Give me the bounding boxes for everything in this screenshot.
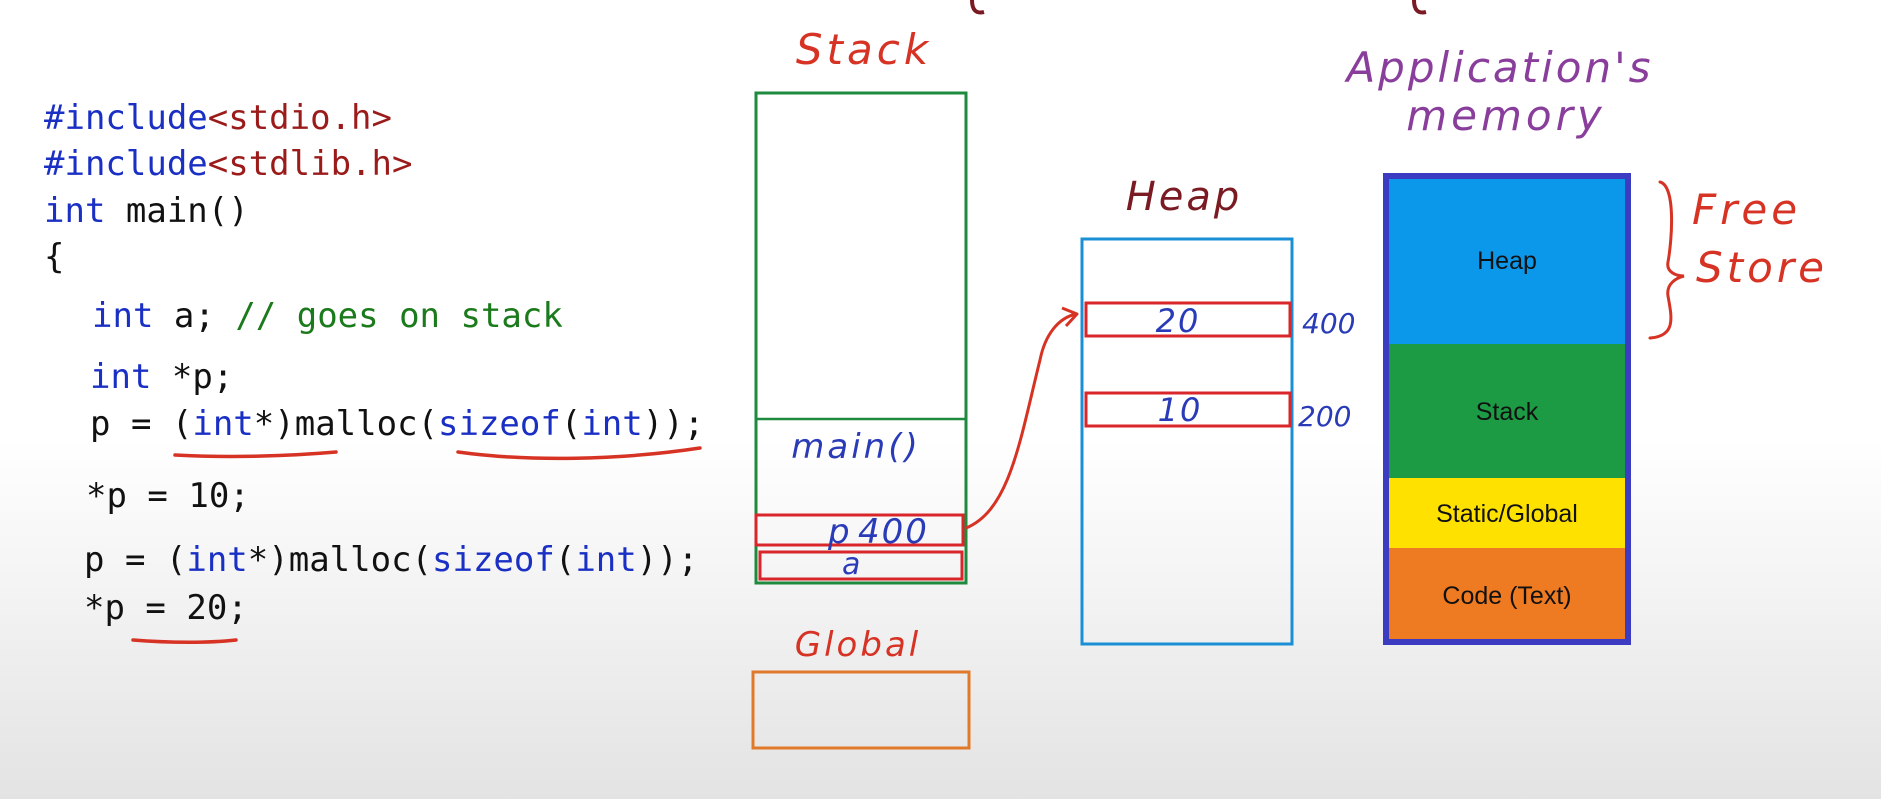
keyword-int: int bbox=[186, 540, 248, 580]
malloc-prefix: p = ( bbox=[90, 404, 193, 444]
app-memory-title-line2: memory bbox=[1406, 91, 1606, 140]
keyword-sizeof: sizeof bbox=[432, 540, 555, 580]
keyword-int: int bbox=[575, 540, 637, 580]
underline-assign bbox=[131, 638, 238, 644]
code-line-open-brace: { bbox=[44, 237, 64, 277]
heap-cell-400-address: 400 bbox=[1302, 307, 1355, 340]
include-directive: #include bbox=[44, 98, 208, 138]
code-line-malloc-1: p = (int*)malloc(sizeof(int)); bbox=[90, 404, 704, 444]
keyword-int: int bbox=[581, 404, 643, 444]
keyword-int: int bbox=[192, 404, 254, 444]
main-frame-label: main() bbox=[791, 427, 920, 467]
stack-box bbox=[754, 91, 968, 585]
app-memory-segment-label: Stack bbox=[1476, 398, 1539, 426]
malloc-paren: ( bbox=[560, 404, 582, 444]
assign-20: *p = 20; bbox=[84, 588, 248, 628]
include-header: <stdio.h> bbox=[207, 98, 392, 138]
cutoff-stroke bbox=[970, 0, 985, 15]
keyword-int: int bbox=[44, 191, 106, 231]
app-memory-title-line1: Application's bbox=[1343, 43, 1653, 92]
stack-cell-a bbox=[758, 550, 964, 581]
app-memory-segment bbox=[1386, 478, 1628, 548]
stack-title: Stack bbox=[796, 25, 932, 74]
code-line-decl-a: int a; // goes on stack bbox=[92, 296, 563, 336]
stack-a-var: a bbox=[842, 547, 860, 582]
global-title: Global bbox=[795, 625, 921, 665]
free-store-brace bbox=[1648, 180, 1685, 340]
app-memory-segment-label: Code (Text) bbox=[1442, 582, 1571, 610]
heap-cell-200-value: 10 bbox=[1158, 391, 1203, 429]
code-line-include-stdio: #include<stdio.h> bbox=[44, 98, 392, 138]
pointer-arrow bbox=[965, 312, 1077, 530]
code-line-malloc-2: p = (int*)malloc(sizeof(int)); bbox=[84, 540, 698, 580]
code-line-assign-20: *p = 20; bbox=[84, 588, 248, 628]
heap-cell-200-address: 200 bbox=[1298, 400, 1351, 433]
app-memory-segment bbox=[1386, 176, 1628, 344]
heap-title: Heap bbox=[1126, 174, 1243, 220]
heap-cell-400-value: 20 bbox=[1156, 302, 1201, 340]
heap-box bbox=[1080, 237, 1294, 646]
free-store-label-line1: Free bbox=[1692, 185, 1801, 234]
free-store-label-line2: Store bbox=[1696, 243, 1828, 292]
open-brace: { bbox=[44, 237, 65, 277]
app-memory-segment bbox=[1386, 548, 1628, 642]
stack-p-var: p bbox=[827, 512, 850, 552]
app-memory-segment bbox=[1386, 344, 1628, 478]
malloc-end: )); bbox=[642, 404, 705, 444]
malloc-end: )); bbox=[636, 540, 699, 580]
main-signature: main() bbox=[105, 191, 249, 231]
include-directive: #include bbox=[44, 144, 208, 184]
code-line-include-stdlib: #include<stdlib.h> bbox=[44, 144, 412, 184]
assign-10: *p = 10; bbox=[86, 476, 250, 516]
code-line-assign-10: *p = 10; bbox=[86, 476, 250, 516]
code-comment: // goes on stack bbox=[235, 296, 563, 336]
include-header: <stdlib.h> bbox=[207, 144, 413, 184]
underline-sizeof bbox=[456, 446, 702, 461]
code-panel: #include<stdio.h> #include<stdlib.h> int… bbox=[0, 0, 704, 628]
decl-a-rest: a; bbox=[153, 296, 236, 336]
pointer-arrowhead bbox=[1061, 306, 1079, 328]
keyword-sizeof: sizeof bbox=[438, 404, 561, 444]
malloc-mid: *)malloc( bbox=[247, 540, 433, 580]
underline-cast bbox=[173, 450, 338, 459]
stack-p-value: 400 bbox=[858, 512, 929, 552]
heap-cell-400 bbox=[1084, 301, 1292, 338]
keyword-int: int bbox=[90, 357, 152, 397]
decl-p-rest: *p; bbox=[151, 357, 234, 397]
code-line-decl-p: int *p; bbox=[90, 357, 233, 397]
app-memory-box bbox=[1383, 173, 1631, 645]
cutoff-stroke bbox=[1412, 0, 1427, 15]
app-memory-segment-label: Static/Global bbox=[1436, 500, 1578, 528]
keyword-int: int bbox=[92, 296, 154, 336]
code-line-main: int main() bbox=[44, 191, 249, 231]
global-box bbox=[751, 670, 971, 750]
heap-cell-200 bbox=[1084, 391, 1292, 428]
malloc-mid: *)malloc( bbox=[253, 404, 439, 444]
malloc-prefix: p = ( bbox=[84, 540, 187, 580]
malloc-paren: ( bbox=[554, 540, 576, 580]
app-memory-segment-label: Heap bbox=[1477, 247, 1537, 275]
stack-cell-p bbox=[754, 513, 965, 547]
